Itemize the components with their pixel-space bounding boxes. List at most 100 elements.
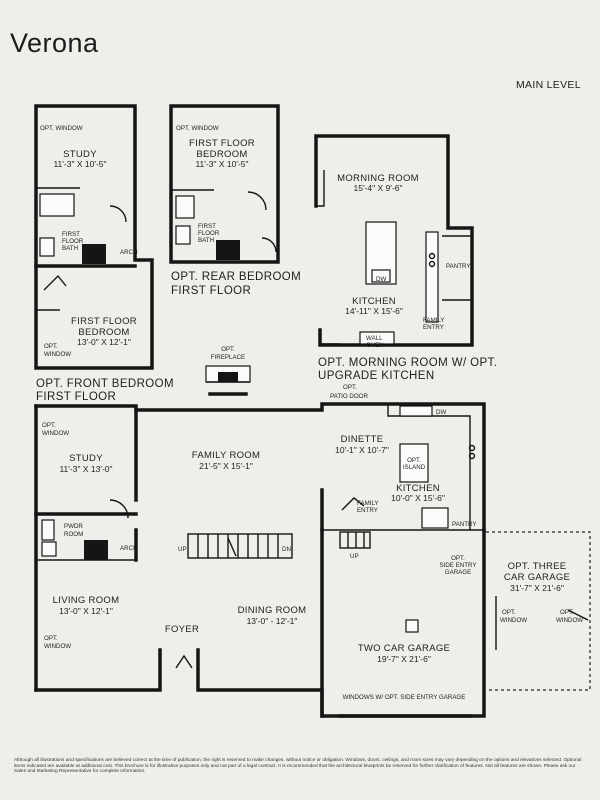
plan-title: Verona <box>10 28 99 58</box>
wall-oven-label: OVEN <box>366 342 384 349</box>
living-room-dim: 13'-0" X 12'-1" <box>59 606 113 616</box>
opt-window-label: OPT. <box>44 343 58 350</box>
dining-room-dim: 13'-0" - 12'-1" <box>247 616 298 626</box>
first-floor-bath-label: FLOOR <box>62 238 84 245</box>
patio-door-label: PATIO DOOR <box>330 393 368 400</box>
sink-icon <box>399 405 433 417</box>
garage-windows-label: WINDOWS W/ OPT. SIDE ENTRY GARAGE <box>343 694 466 701</box>
stairs-up-label: UP <box>178 546 187 553</box>
opt-three-car-garage-dim: 31'-7" X 21'-6" <box>510 583 564 593</box>
legal-disclaimer: Although all illustrations and specifica… <box>14 758 582 775</box>
first-floor-bath-label: FLOOR <box>198 230 220 237</box>
closet-block <box>82 244 106 264</box>
garage-column-icon <box>405 619 419 633</box>
garage-stairs-icon <box>339 531 371 549</box>
closet-block <box>84 540 108 560</box>
opt-window-label: OPT. <box>44 635 58 642</box>
opt-label: OPT. <box>502 609 516 616</box>
stairs-down-label: DN <box>282 546 291 553</box>
first-floor-bath-label: FIRST <box>198 223 216 230</box>
first-floor-bedroom-name: FIRST FLOOR <box>71 316 137 327</box>
window-label: WINDOW <box>556 617 583 624</box>
opt-morning-room-plan <box>314 134 474 347</box>
opt-rear-bedroom-caption: OPT. REAR BEDROOM <box>171 271 301 283</box>
stairs-icon <box>187 533 293 559</box>
family-entry-label: ENTRY <box>423 324 444 331</box>
family-entry-label: FAMILY <box>357 500 379 507</box>
main-level-plan <box>34 402 486 718</box>
opt-rear-bedroom-plan <box>169 104 280 264</box>
door-swing-icon <box>175 654 193 669</box>
opt-front-bedroom-plan <box>34 104 154 370</box>
rear-bedroom-name: FIRST FLOOR <box>189 138 255 149</box>
first-floor-bath-label: FIRST <box>62 231 80 238</box>
powder-room-label: ROOM <box>64 531 83 538</box>
closet-block <box>216 240 240 260</box>
door-swing-icon <box>261 237 277 253</box>
door-swing-icon <box>43 274 67 291</box>
dw-label: DW <box>436 409 446 416</box>
island-icon <box>399 443 429 483</box>
opt-three-car-garage-plan <box>486 531 591 691</box>
upgrade-kitchen-name: KITCHEN <box>352 296 396 307</box>
pantry-label: PANTRY <box>452 521 477 528</box>
study-top-name: STUDY <box>63 149 97 160</box>
study-top-dim: 11'-3" X 10'-5" <box>53 159 106 169</box>
opt-label: OPT. <box>343 384 357 391</box>
dinette-dim: 10'-1" X 10'-7" <box>335 445 389 455</box>
opt-window-label: WINDOW <box>42 430 69 437</box>
sink-icon <box>39 237 55 257</box>
door-swing-icon <box>109 205 127 223</box>
fireplace-label: FIREPLACE <box>211 354 245 361</box>
opt-front-bedroom-caption: OPT. FRONT BEDROOM <box>36 378 174 390</box>
foyer-name: FOYER <box>165 624 199 635</box>
toilet-icon <box>41 541 57 557</box>
kitchen-name: KITCHEN <box>396 483 440 494</box>
opt-front-bedroom-caption: FIRST FLOOR <box>36 391 116 403</box>
opt-window-label: OPT. WINDOW <box>40 125 83 132</box>
kitchen-dim: 10'-0" X 15'-6" <box>391 493 445 503</box>
opt-rear-bedroom-caption: FIRST FLOOR <box>171 285 251 297</box>
morning-room-name: MORNING ROOM <box>337 173 419 184</box>
opt-window-label: OPT. <box>42 422 56 429</box>
pantry-shelf-icon <box>421 507 449 529</box>
opt-label: OPT. <box>451 555 465 562</box>
study-main-dim: 11'-3" X 13'-0" <box>59 464 112 474</box>
first-floor-bath-label: BATH <box>198 237 214 244</box>
first-floor-bath-label: BATH <box>62 245 78 252</box>
door-swing-icon <box>341 497 365 511</box>
opt-label: OPT. <box>407 457 421 464</box>
dw-label: DW <box>376 276 386 283</box>
opt-label: OPT. <box>221 346 235 353</box>
island-label: ISLAND <box>403 464 426 471</box>
opt-morning-room-caption: UPGRADE KITCHEN <box>318 370 435 382</box>
door-swing-icon <box>109 499 129 519</box>
two-car-garage-name: TWO CAR GARAGE <box>358 643 450 654</box>
garage-stairs-up-label: UP <box>350 553 359 560</box>
family-room-name: FAMILY ROOM <box>192 450 260 461</box>
rear-bedroom-dim: 11'-3" X 10'-5" <box>195 159 248 169</box>
rear-bedroom-name: BEDROOM <box>196 149 247 160</box>
study-main-name: STUDY <box>69 453 103 464</box>
opt-three-car-garage-name: CAR GARAGE <box>504 572 570 583</box>
sink-icon <box>41 519 55 541</box>
opt-three-car-garage-name: OPT. THREE <box>508 561 567 572</box>
side-entry-garage-label: SIDE ENTRY <box>439 562 476 569</box>
living-room-name: LIVING ROOM <box>53 595 120 606</box>
family-entry-label: ENTRY <box>357 507 378 514</box>
bathtub-icon <box>175 195 195 219</box>
arch-label: ARCH <box>120 545 138 552</box>
morning-room-dim: 15'-4" X 9'-6" <box>354 183 403 193</box>
powder-room-label: PWDR <box>64 523 83 530</box>
plan-level: MAIN LEVEL <box>516 79 581 91</box>
wall-oven-icon <box>359 331 395 345</box>
dining-room-name: DINING ROOM <box>238 605 307 616</box>
opt-label: OPT. <box>560 609 574 616</box>
door-swing-icon <box>247 191 267 211</box>
side-entry-garage-label: GARAGE <box>445 569 471 576</box>
family-room-dim: 21'-5" X 15'-1" <box>199 461 253 471</box>
window-label: WINDOW <box>500 617 527 624</box>
opt-morning-room-caption: OPT. MORNING ROOM W/ OPT. <box>318 357 497 369</box>
